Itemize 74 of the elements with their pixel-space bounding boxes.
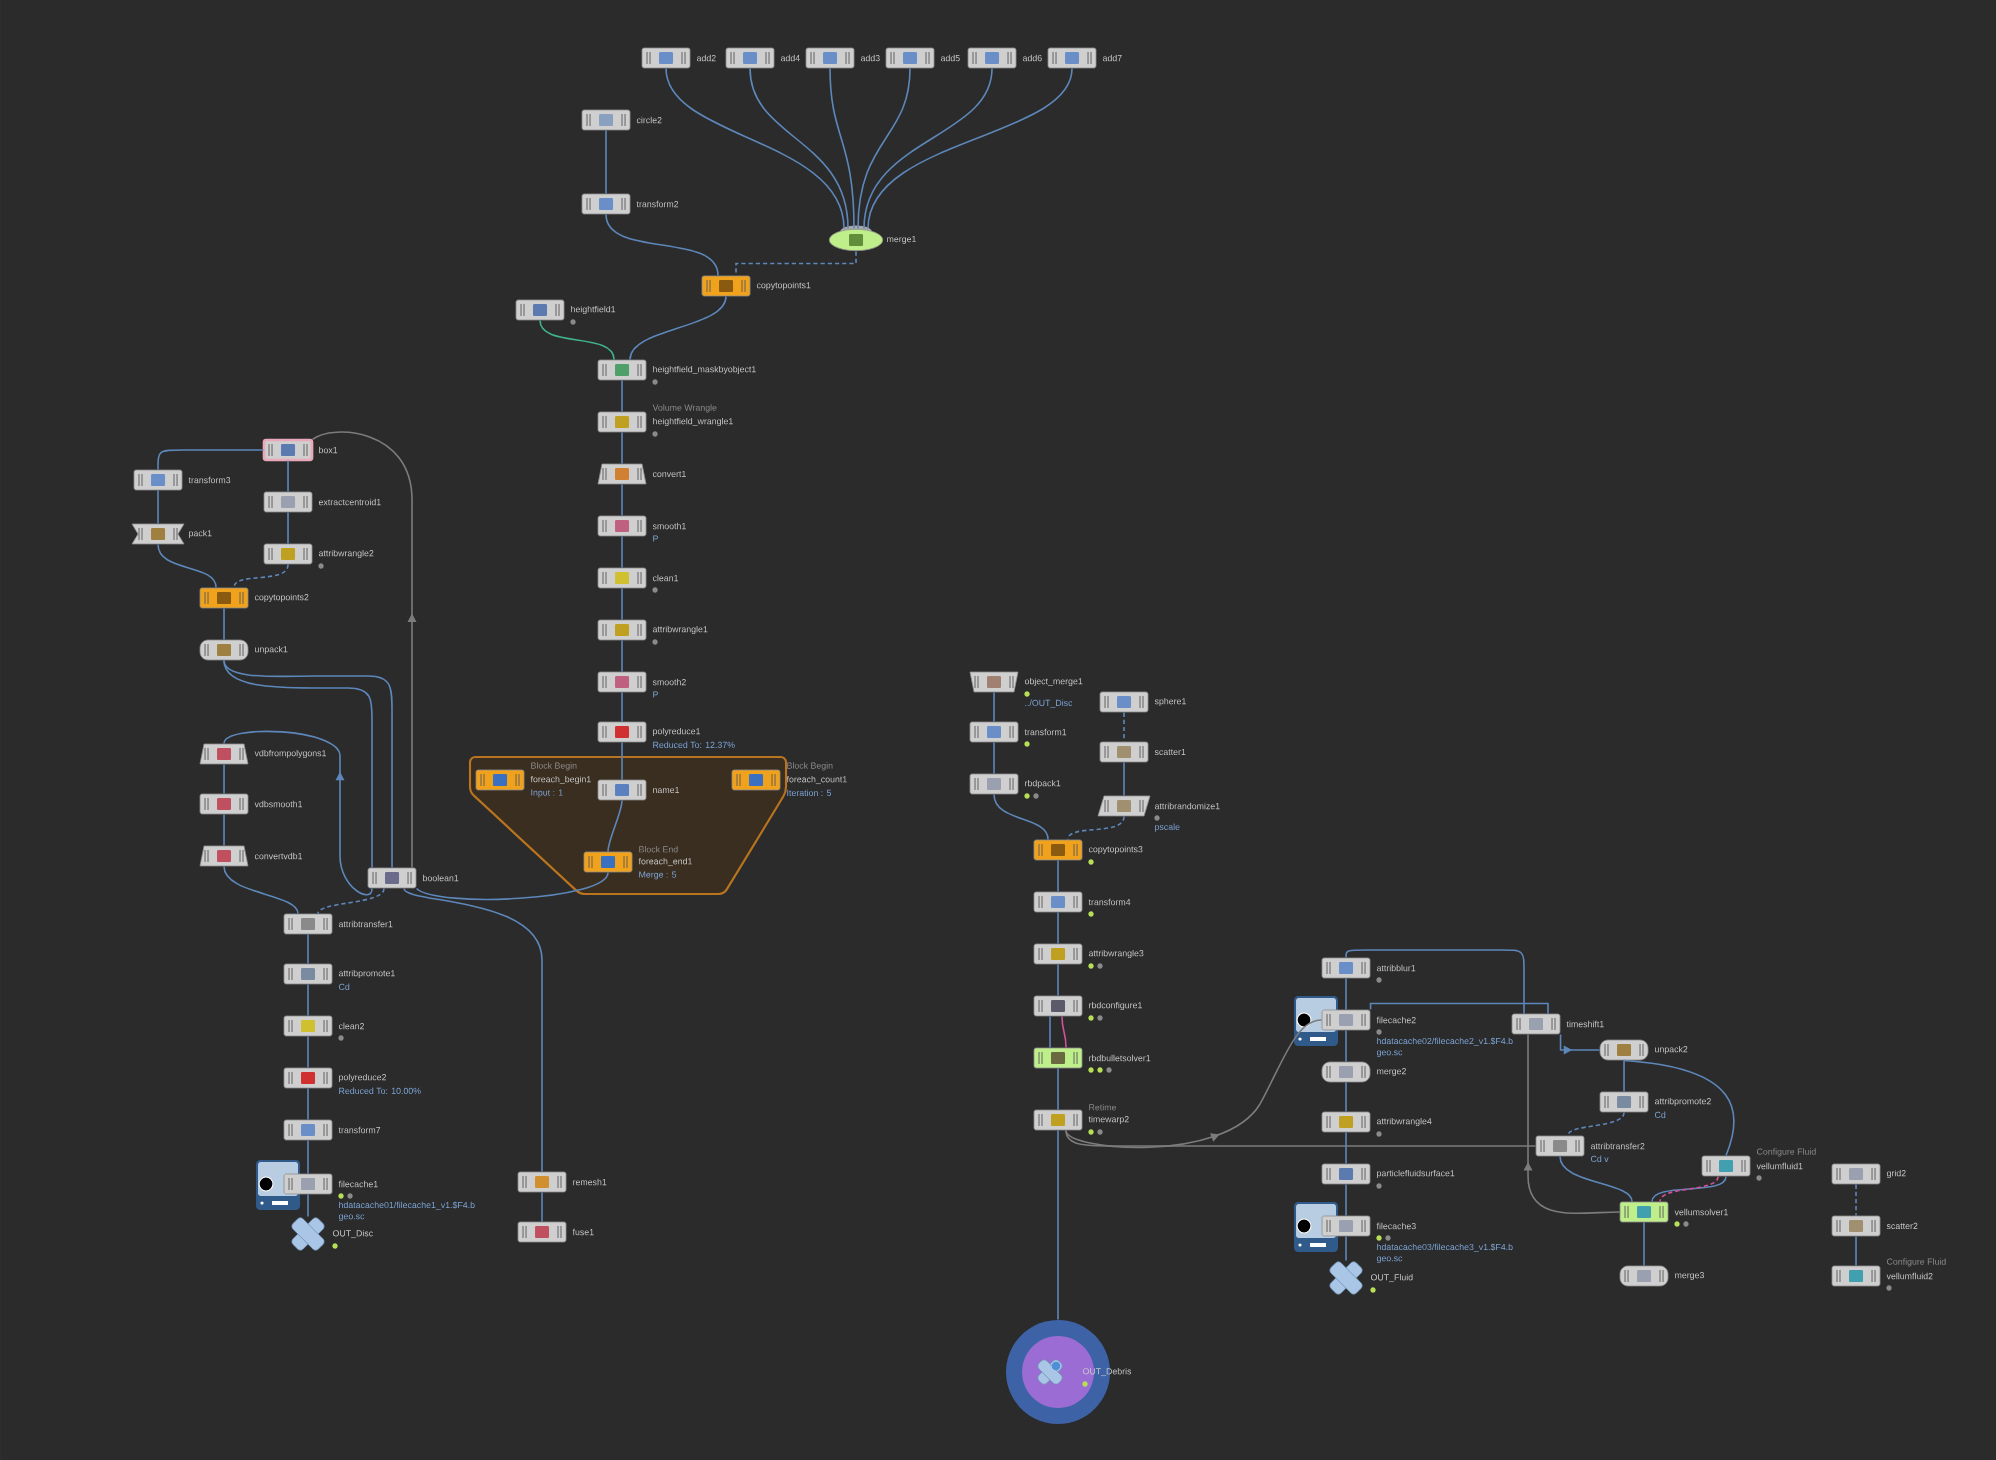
wire bbox=[1855, 1183, 1857, 1217]
wire bbox=[1057, 963, 1059, 997]
wire bbox=[605, 129, 607, 195]
wire bbox=[1123, 761, 1125, 797]
wire bbox=[287, 511, 289, 545]
wire bbox=[223, 763, 225, 795]
wire bbox=[287, 459, 289, 493]
wire bbox=[307, 1193, 309, 1218]
wire bbox=[607, 799, 623, 853]
wire bbox=[863, 67, 993, 230]
wire bbox=[1345, 1131, 1347, 1165]
wire bbox=[223, 865, 299, 915]
wire bbox=[621, 535, 623, 569]
wire bbox=[307, 1139, 309, 1175]
wire bbox=[621, 483, 623, 517]
wire bbox=[993, 741, 995, 775]
wire bbox=[1057, 859, 1059, 893]
wire bbox=[157, 489, 159, 525]
wire bbox=[621, 741, 623, 781]
wire bbox=[621, 639, 623, 673]
wire bbox=[993, 691, 995, 723]
wire bbox=[233, 563, 289, 589]
wire bbox=[1623, 1059, 1735, 1157]
wire bbox=[415, 871, 609, 901]
wire bbox=[307, 933, 309, 965]
wire bbox=[1559, 1155, 1633, 1203]
wire bbox=[1643, 1221, 1645, 1267]
wire bbox=[317, 887, 385, 915]
wire bbox=[1523, 1033, 1621, 1215]
wire bbox=[1067, 815, 1125, 841]
wire bbox=[403, 887, 543, 1173]
wire bbox=[1123, 711, 1125, 743]
wire bbox=[1369, 1002, 1549, 1015]
wire bbox=[1345, 977, 1347, 1011]
wire bbox=[621, 379, 623, 413]
wire bbox=[1345, 949, 1525, 1015]
wire bbox=[629, 295, 727, 361]
wire bbox=[223, 730, 373, 896]
wire bbox=[621, 431, 623, 465]
wire bbox=[1651, 1175, 1727, 1203]
wire bbox=[1061, 1015, 1067, 1049]
wire bbox=[1057, 1129, 1059, 1321]
wire bbox=[621, 691, 623, 723]
wire bbox=[1345, 1235, 1347, 1262]
wire bbox=[605, 213, 719, 277]
wire bbox=[541, 1191, 543, 1223]
wire bbox=[1057, 911, 1059, 945]
wire bbox=[665, 67, 845, 230]
wire bbox=[1345, 1029, 1347, 1063]
wire bbox=[735, 250, 857, 277]
wire bbox=[223, 813, 225, 847]
wire bbox=[157, 543, 217, 589]
wire bbox=[223, 607, 225, 641]
wire bbox=[307, 1087, 309, 1121]
wire bbox=[621, 587, 623, 621]
wire bbox=[749, 67, 849, 230]
wire bbox=[1345, 1183, 1347, 1217]
wire bbox=[1855, 1235, 1857, 1267]
wire bbox=[1623, 1059, 1625, 1093]
wire bbox=[307, 983, 309, 1017]
wire bbox=[1567, 1111, 1625, 1137]
wire bbox=[1345, 1081, 1347, 1113]
wire bbox=[993, 793, 1049, 841]
wire bbox=[1065, 1129, 1537, 1147]
wire bbox=[157, 449, 265, 471]
wire bbox=[857, 67, 911, 230]
wire bbox=[867, 67, 1073, 230]
wire bbox=[1057, 1067, 1059, 1111]
wire bbox=[1659, 1175, 1719, 1203]
wire bbox=[539, 319, 615, 361]
wire bbox=[1049, 1015, 1051, 1049]
wire bbox=[307, 1035, 309, 1069]
wire bbox=[829, 67, 855, 230]
wire bbox=[1065, 1019, 1323, 1149]
